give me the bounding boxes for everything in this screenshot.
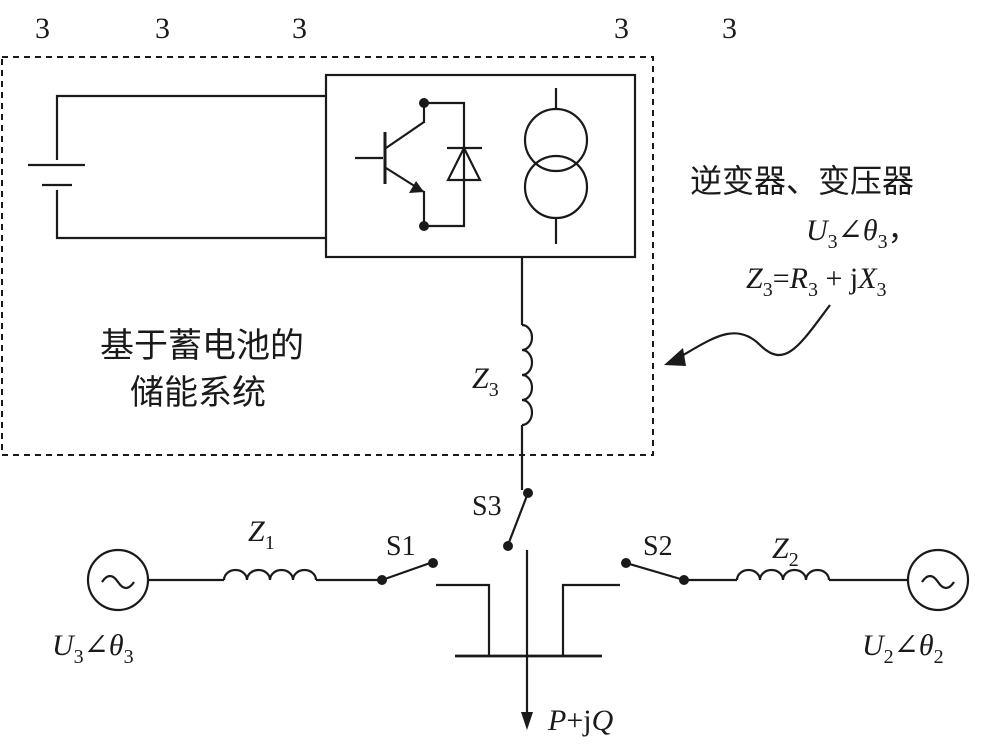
switch-s3 (503, 488, 533, 551)
storage-system-label-line2: 储能系统 (130, 373, 266, 413)
source-right-icon (906, 548, 970, 612)
battery-circuit (28, 94, 326, 240)
igbt-diode-icon (355, 98, 482, 231)
top-number-3: 3 (292, 12, 307, 45)
top-number-1: 3 (35, 12, 50, 45)
annotation-arrowhead-icon (664, 348, 686, 366)
s1-label: S1 (386, 531, 416, 562)
inverter-transformer-box (324, 73, 637, 259)
z2-label: Z2 (772, 532, 799, 571)
z3-label: Z3 (472, 362, 499, 401)
source-left-voltage-label: U3∠θ3 (52, 629, 134, 668)
battery-wire-bottom (55, 190, 326, 240)
ac-wave-right-icon (921, 574, 955, 590)
source-right-voltage-label: U2∠θ2 (862, 629, 944, 668)
left-bus-connector (436, 583, 491, 655)
top-number-4: 3 (614, 12, 629, 45)
z1-label: Z1 (248, 515, 275, 554)
switch-s2 (621, 558, 689, 585)
load-power-label: P+jQ (547, 704, 614, 737)
storage-system-label-line1: 基于蓄电池的 (100, 326, 304, 366)
inverter-voltage-label: U3∠θ3， (806, 214, 918, 253)
ac-wave-left-icon (101, 574, 135, 590)
top-number-5: 3 (722, 12, 737, 45)
top-number-2: 3 (155, 12, 170, 45)
inductor-z1-icon (222, 568, 318, 581)
switch-s1 (377, 558, 438, 585)
source-left-icon (86, 548, 150, 612)
transformer-icon (523, 88, 589, 244)
inverter-impedance-label: Z3=R3 + jX3 (746, 262, 887, 301)
load-arrow-icon (521, 712, 533, 730)
inductor-z2-icon (735, 568, 831, 581)
s3-label: S3 (472, 491, 502, 522)
inverter-transformer-title: 逆变器、变压器 (690, 162, 914, 200)
inductor-z3-icon (521, 323, 534, 427)
annotation-pointer-line (677, 304, 831, 359)
s2-label: S2 (643, 531, 673, 562)
storage-system-boundary (1, 56, 654, 456)
right-bus-connector (561, 583, 620, 655)
battery-wire-top (55, 94, 326, 160)
